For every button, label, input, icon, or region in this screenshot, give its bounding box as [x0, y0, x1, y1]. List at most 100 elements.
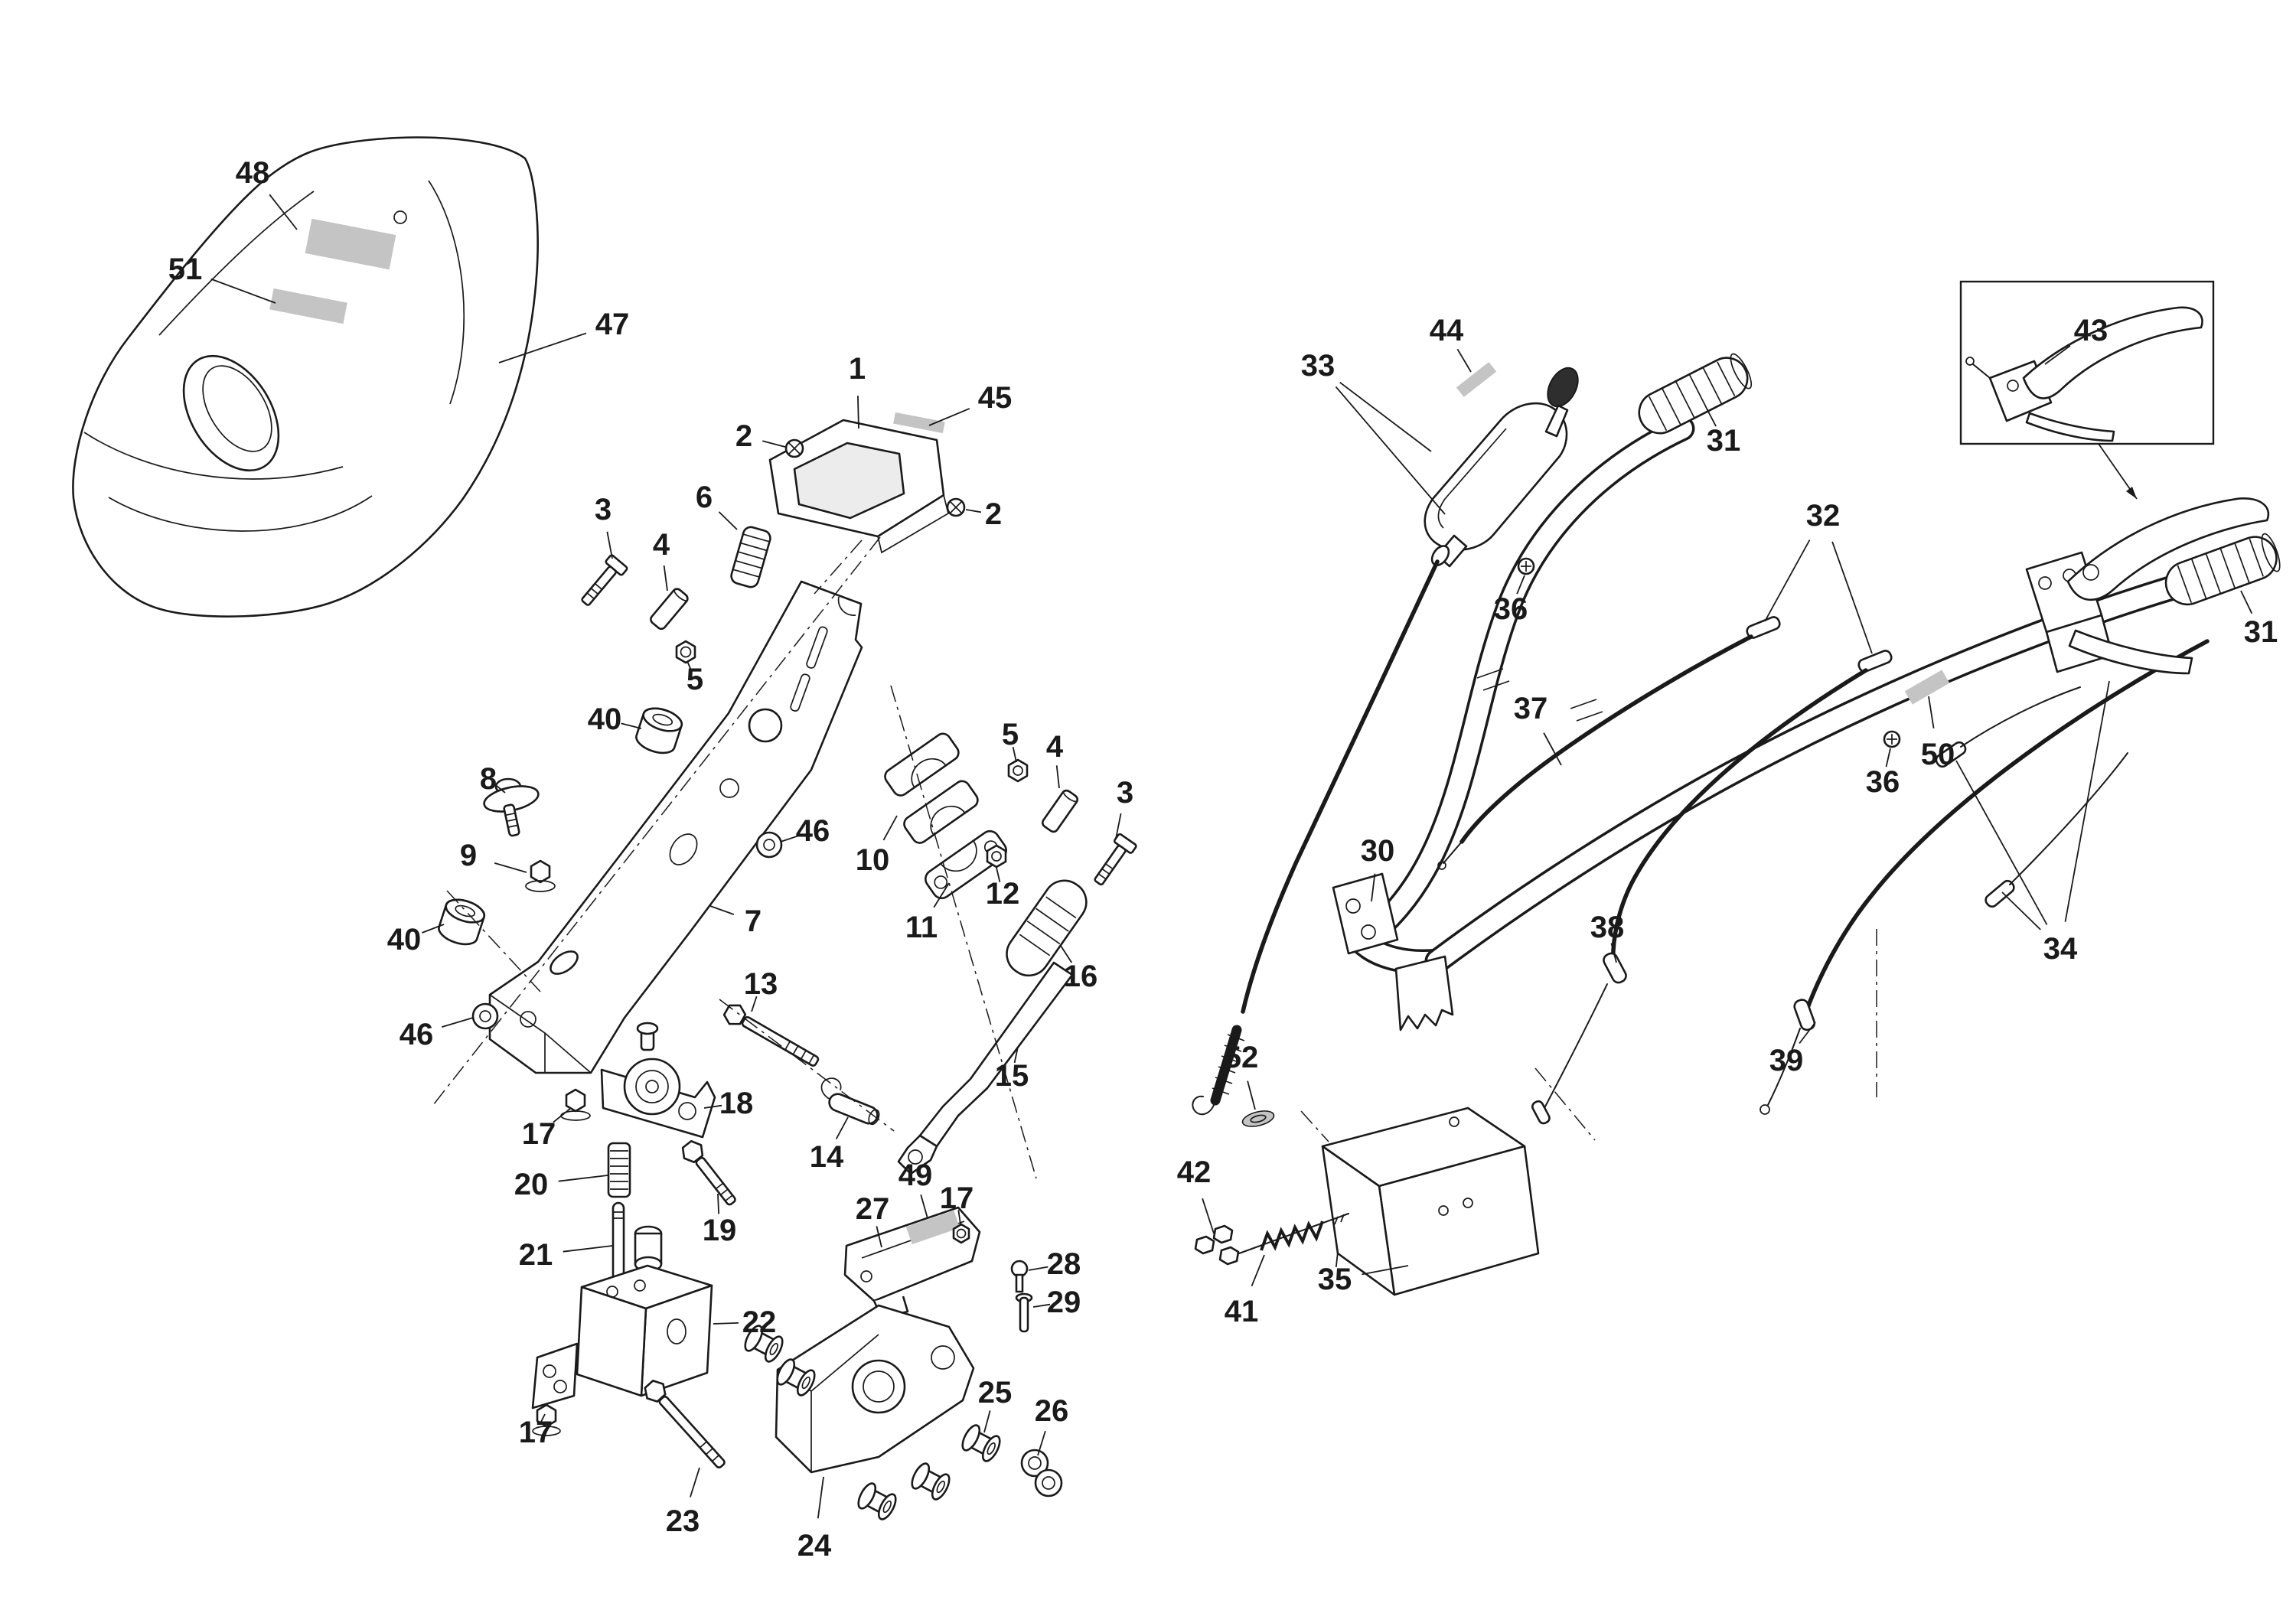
bolt-19 — [681, 1139, 736, 1206]
lever-assembly-34 — [2025, 497, 2270, 675]
bushing-40-right — [635, 707, 683, 754]
leader-line-30-54-0 — [1371, 873, 1376, 902]
screw-2-right — [946, 497, 966, 517]
leader-line-16-21-0 — [1060, 945, 1073, 963]
roller-bracket-24 — [775, 1304, 975, 1474]
leader-line-37-51-0 — [1543, 732, 1562, 766]
leader-line-40-11-0 — [621, 722, 642, 729]
leader-line-44-45-0 — [1456, 348, 1472, 373]
callout-46-24: 46 — [400, 1018, 434, 1051]
callout-12-19: 12 — [986, 877, 1020, 911]
callout-44-45: 44 — [1430, 314, 1464, 347]
leader-line-27-35-0 — [876, 1226, 882, 1248]
callout-17-39: 17 — [519, 1416, 553, 1449]
washer-46-left — [471, 1002, 499, 1030]
callout-43-49: 43 — [2074, 314, 2108, 347]
leader-line-15-26-0 — [1013, 1046, 1019, 1064]
construction-lines — [432, 536, 1877, 1179]
leader-line-5-16-0 — [1012, 747, 1017, 763]
callout-11-20: 11 — [905, 911, 938, 944]
bracket-27 — [843, 1206, 981, 1319]
callout-3-18: 3 — [1117, 776, 1133, 810]
throttle-cable — [1192, 545, 1450, 1116]
leader-line-34-56-0 — [2064, 680, 2110, 922]
nut-12 — [986, 844, 1007, 869]
leader-line-19-32-0 — [717, 1193, 719, 1214]
callout-42-59: 42 — [1177, 1155, 1212, 1189]
callout-23-40: 23 — [666, 1504, 700, 1538]
leader-line-13-25-0 — [751, 996, 758, 1012]
callout-39-57: 39 — [1769, 1044, 1804, 1077]
callout-35-60: 35 — [1318, 1263, 1352, 1296]
callout-45-4: 45 — [978, 381, 1013, 415]
pin-4-left — [650, 588, 689, 631]
leader-line-4-17-0 — [1055, 765, 1060, 789]
leader-line-8-12-0 — [495, 784, 506, 794]
clamp-halves-10 — [884, 732, 979, 844]
inset-box-43 — [1959, 280, 2215, 500]
nut-5-left — [675, 640, 696, 664]
leader-line-17-36-0 — [957, 1210, 961, 1225]
leader-line-46-14-0 — [780, 835, 799, 842]
callout-20-30: 20 — [514, 1168, 549, 1201]
callout-14-27: 14 — [810, 1140, 844, 1174]
callout-4-9: 4 — [653, 528, 670, 562]
callout-52-58: 52 — [1225, 1041, 1259, 1074]
leader-line-50-53-0 — [1928, 696, 1935, 728]
inset-frame — [1959, 280, 2215, 445]
callout-13-25: 13 — [744, 967, 778, 1001]
spring-20 — [607, 1142, 631, 1198]
bolt-3-left — [581, 554, 628, 606]
washer-46-right — [755, 831, 783, 859]
callout-5-16: 5 — [1002, 718, 1019, 751]
callout-1-3: 1 — [849, 352, 866, 386]
pin-29 — [1015, 1292, 1033, 1333]
lever-15 — [897, 961, 1074, 1175]
part-console — [768, 412, 949, 554]
leader-line-18-28-0 — [703, 1104, 722, 1109]
callout-31-50: 31 — [2244, 615, 2278, 649]
leader-line-23-40-0 — [690, 1467, 700, 1498]
tube-break-mark — [1570, 699, 1603, 722]
leader-line-41-61-0 — [1251, 1254, 1265, 1287]
callout-41-61: 41 — [1225, 1295, 1259, 1328]
control-box-35 — [1321, 1106, 1540, 1296]
callout-16-21: 16 — [1064, 960, 1098, 993]
handlebar-mount — [1332, 872, 1454, 1031]
nut-9 — [525, 859, 556, 892]
leader-line-22-33-0 — [713, 1322, 739, 1325]
leader-line-14-27-0 — [835, 1116, 849, 1140]
callout-30-54: 30 — [1361, 834, 1395, 868]
callout-26-43: 26 — [1035, 1394, 1069, 1428]
clip-52 — [1241, 1110, 1275, 1127]
throttle-lever-knob — [1547, 367, 1579, 408]
callout-29-38: 29 — [1047, 1286, 1081, 1319]
callout-2-6: 2 — [985, 497, 1002, 531]
bolt-23 — [644, 1380, 726, 1469]
callout-46-14: 46 — [796, 814, 830, 848]
leader-line-33-44-1 — [1335, 386, 1446, 515]
leader-line-17-39-0 — [539, 1413, 546, 1425]
cable-37 — [1437, 616, 1781, 870]
screw-2-left — [784, 438, 804, 458]
leader-line-45-4-0 — [928, 408, 970, 426]
leader-line-36-47-0 — [1516, 575, 1525, 595]
leader-line-5-10-0 — [687, 660, 693, 672]
leader-line-11-20-0 — [933, 882, 950, 908]
leader-line-35-60-0 — [1362, 1265, 1409, 1276]
screw-36-a — [1517, 557, 1535, 575]
leader-line-4-9-0 — [663, 565, 668, 592]
cable-38 — [1531, 650, 1893, 1125]
leader-line-3-8-0 — [606, 531, 613, 559]
callout-33-44: 33 — [1301, 349, 1336, 383]
callout-40-11: 40 — [588, 702, 622, 736]
callout-27-35: 27 — [856, 1192, 890, 1226]
callout-10-15: 10 — [856, 843, 890, 877]
callout-34-56: 34 — [2043, 932, 2078, 966]
callout-5-10: 5 — [687, 663, 703, 696]
cable-ends-34 — [1935, 686, 2128, 908]
leader-line-10-15-0 — [882, 815, 898, 841]
leader-line-29-38-0 — [1032, 1303, 1051, 1308]
leader-line-31-46-0 — [1706, 408, 1717, 427]
